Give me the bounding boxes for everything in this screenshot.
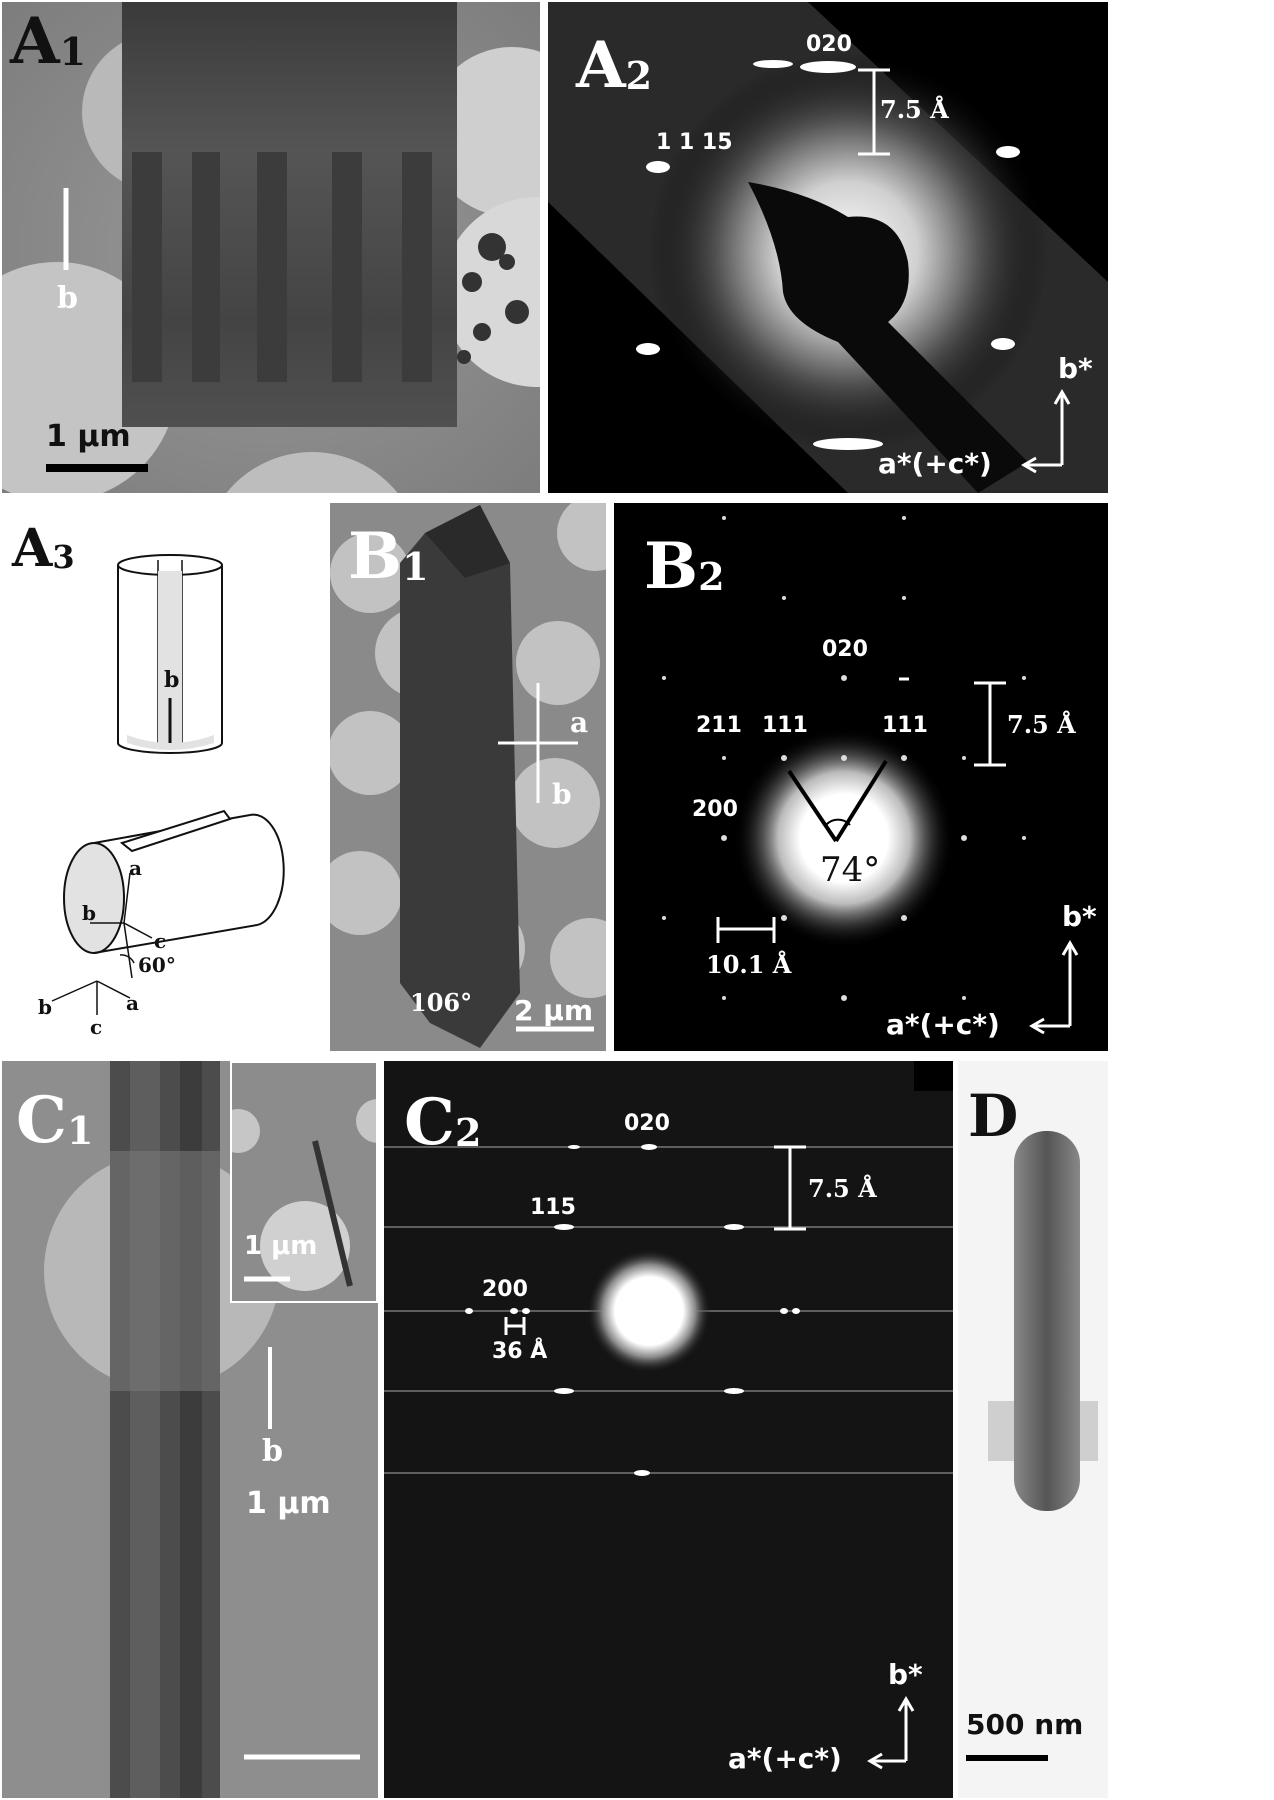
axis-label-a: a xyxy=(129,856,142,880)
panel-d-micrograph xyxy=(958,1061,1108,1798)
nanotube-rod xyxy=(1014,1131,1080,1511)
panel-label-b1: B1 xyxy=(348,519,429,594)
axis-label-b: b xyxy=(57,281,78,316)
panel-label-d: D xyxy=(968,1082,1019,1150)
crystal xyxy=(400,505,520,1048)
panel-b2-diffraction xyxy=(614,503,1108,1051)
beam-stop xyxy=(748,182,1028,493)
panel-a2-diffraction xyxy=(548,2,1108,493)
inset-c1: 1 μm xyxy=(230,1061,378,1303)
axis-label-c: c xyxy=(154,929,167,953)
panel-c2: C2 020 115 200 7.5 Å 36 Å b* a*(+c*) xyxy=(384,1061,953,1798)
spacing-label: 10.1 Å xyxy=(706,950,792,979)
axis-label-b: b xyxy=(164,667,180,693)
panel-a3-schematic xyxy=(51,554,285,1015)
scale-bar-label: 1 μm xyxy=(246,1486,331,1521)
spacing-label: 7.5 Å xyxy=(880,95,949,124)
panel-b2: B2 020 211 111 111 200 7.5 Å 10.1 Å 74° … xyxy=(614,503,1108,1051)
reflection-label: 111 xyxy=(882,713,928,738)
panel-label-c1: C1 xyxy=(16,1083,94,1158)
reflection-label: 020 xyxy=(822,637,868,662)
scale-bar-label: 2 μm xyxy=(514,994,594,1027)
spacing-label: 7.5 Å xyxy=(808,1174,877,1203)
reflection-label: 020 xyxy=(624,1111,670,1136)
panel-a3: A3 b a b c 60° b a c xyxy=(2,503,325,1051)
axis-label-a-star: a*(+c*) xyxy=(878,447,992,480)
axis-label-a-star: a*(+c*) xyxy=(886,1008,1000,1041)
angle-label: 74° xyxy=(820,850,881,890)
axis-label-a: a xyxy=(126,991,139,1015)
axis-label-b: b xyxy=(82,901,96,925)
axis-label-a: a xyxy=(570,706,589,739)
axis-label-b-star: b* xyxy=(1062,900,1097,933)
panel-label-a2: A2 xyxy=(576,28,653,103)
scale-bar-label: 500 nm xyxy=(966,1708,1084,1741)
panel-b1-micrograph xyxy=(330,503,606,1051)
axis-label-b: b xyxy=(552,778,572,811)
hole-circle xyxy=(442,197,540,387)
nanotube-rod xyxy=(122,2,457,427)
reflection-label: 020 xyxy=(806,32,852,57)
reflection-label: 200 xyxy=(482,1277,528,1302)
panel-c1: 1 μm C1 b 1 μm xyxy=(2,1061,378,1798)
panel-d: D 500 nm xyxy=(958,1061,1108,1798)
inset-scale-bar-label: 1 μm xyxy=(244,1231,318,1261)
axis-label-b: b xyxy=(262,1434,283,1469)
panel-label-b2: B2 xyxy=(644,529,725,604)
reflection-label: 211 xyxy=(696,713,742,738)
axis-label-b-star: b* xyxy=(888,1658,923,1691)
panel-b1: B1 a b 106° 2 μm xyxy=(330,503,606,1051)
panel-c2-diffraction xyxy=(384,1061,953,1798)
panel-label-a3: A3 xyxy=(12,518,75,579)
panel-label-a1: A1 xyxy=(10,4,87,79)
panel-a1-micrograph xyxy=(2,2,540,493)
inset-micrograph xyxy=(230,1061,378,1303)
spacing-label: 7.5 Å xyxy=(1007,710,1076,739)
reflection-label: 1 1 15 xyxy=(656,130,733,155)
scale-bar-label: 1 μm xyxy=(46,419,131,454)
spacing-label: 36 Å xyxy=(492,1339,548,1364)
reflection-label: 200 xyxy=(692,797,738,822)
axis-label-b-star: b* xyxy=(1058,352,1093,385)
reflection-label: 111 xyxy=(762,713,808,738)
angle-label: 60° xyxy=(138,953,176,977)
panel-a2: A2 020 1 1 15 7.5 Å b* a*(+c*) xyxy=(548,2,1108,493)
reflection-label: 115 xyxy=(530,1195,576,1220)
panel-a1: A1 b 1 μm xyxy=(2,2,540,493)
angle-label: 106° xyxy=(410,988,473,1017)
axis-label-c: c xyxy=(90,1015,103,1039)
hole-circle xyxy=(226,452,398,493)
axis-label-b: b xyxy=(38,995,52,1019)
axis-label-a-star: a*(+c*) xyxy=(728,1742,842,1775)
panel-label-c2: C2 xyxy=(404,1085,482,1160)
